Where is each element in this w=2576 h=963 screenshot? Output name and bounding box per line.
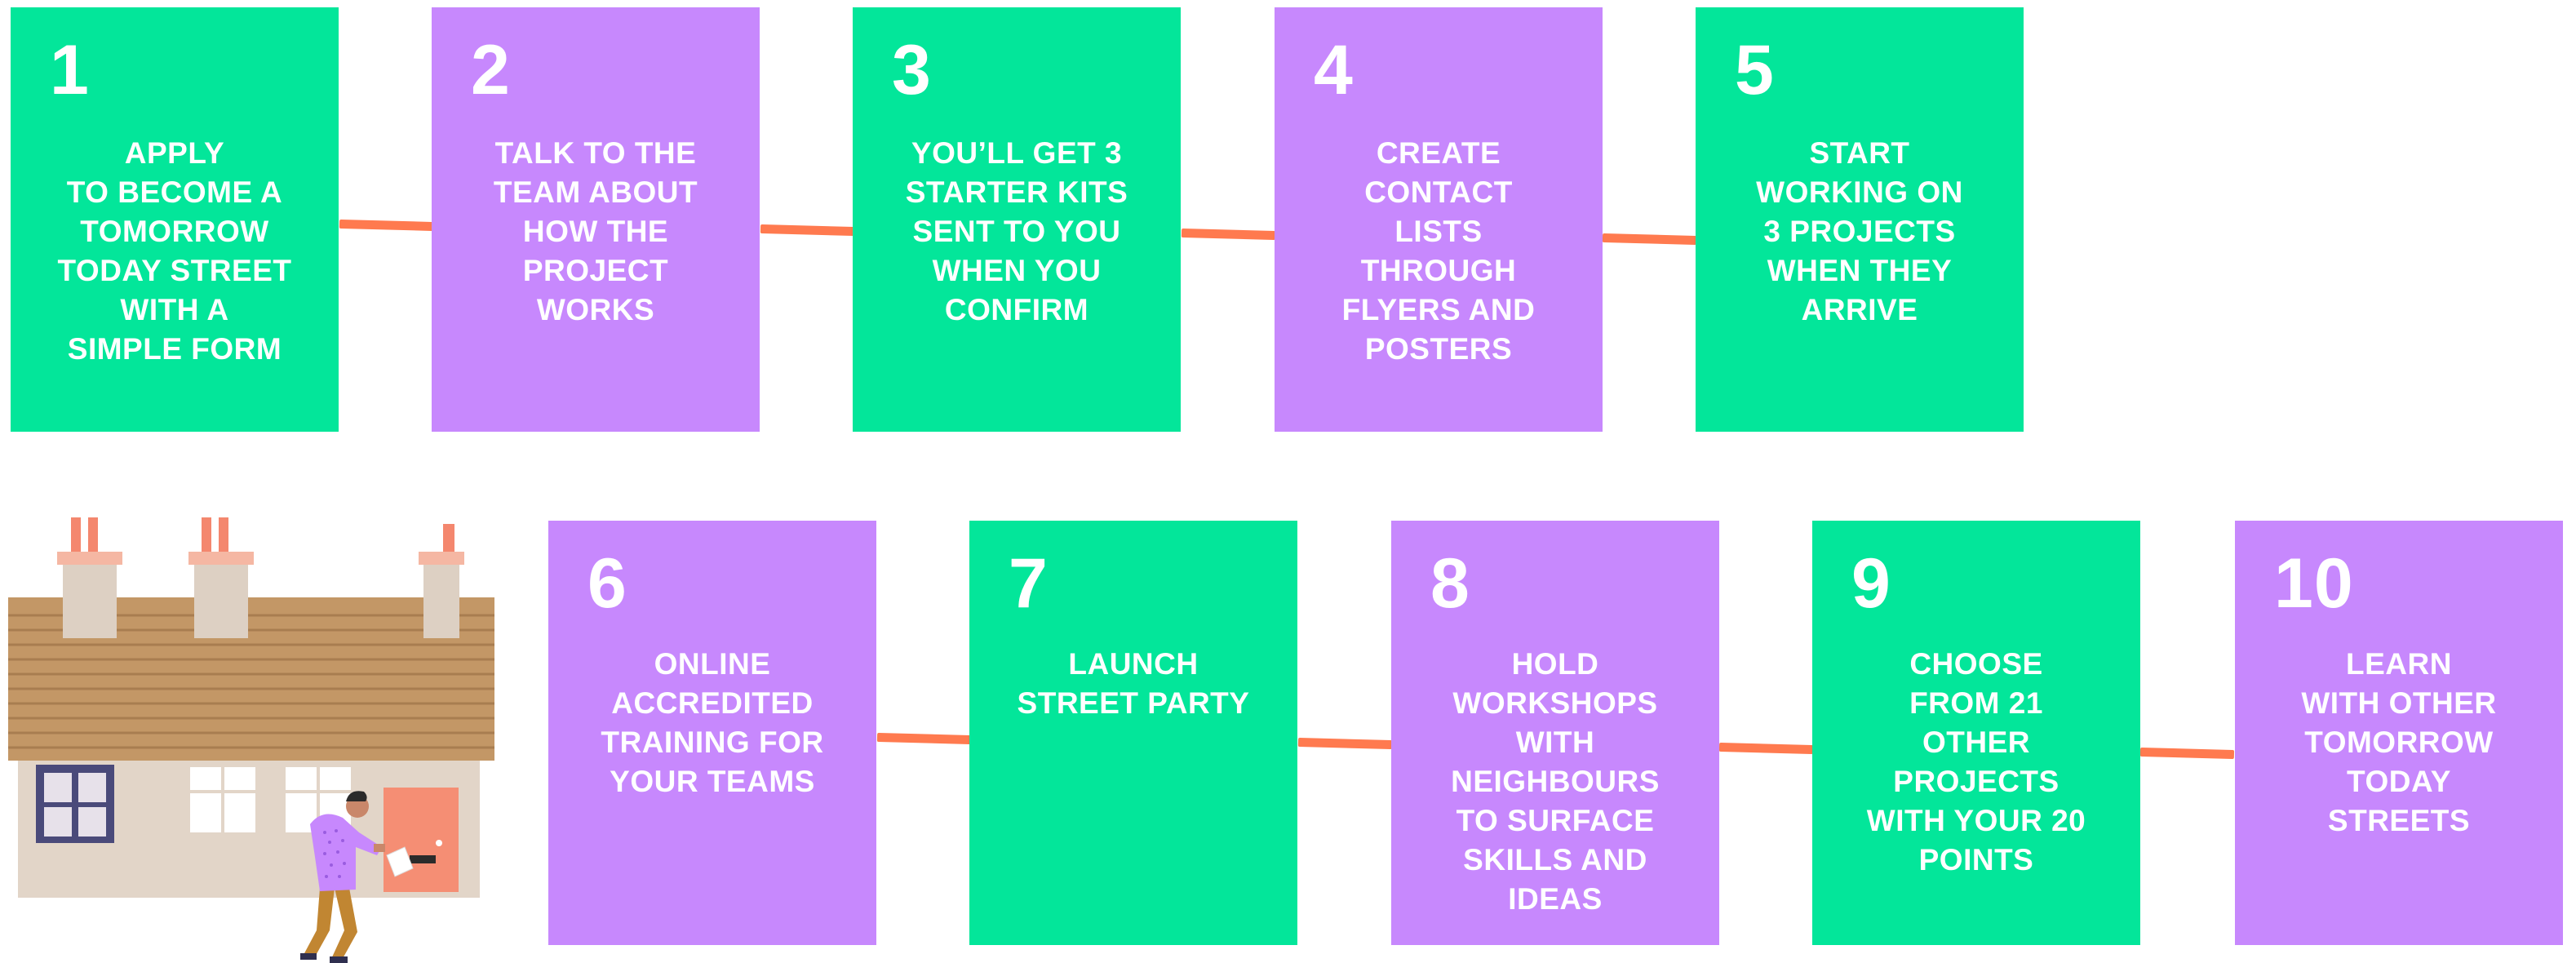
step-text: ONLINE ACCREDITED TRAINING FOR YOUR TEAM… [601, 647, 824, 798]
step-number: 4 [1314, 31, 1354, 109]
postman-figure [300, 791, 414, 963]
house-with-postman-illustration [8, 517, 494, 963]
step-number: 10 [2274, 544, 2354, 623]
step-card-9: 9 CHOOSE FROM 21 OTHER PROJECTS WITH YOU… [1812, 521, 2140, 945]
step-card-6: 6 ONLINE ACCREDITED TRAINING FOR YOUR TE… [548, 521, 876, 945]
connector-8-9 [1718, 743, 1814, 755]
step-card-2: 2 TALK TO THE TEAM ABOUT HOW THE PROJECT… [432, 7, 760, 432]
connector-4-5 [1602, 233, 1697, 246]
step-text: HOLD WORKSHOPS WITH NEIGHBOURS TO SURFAC… [1451, 647, 1660, 916]
step-text: START WORKING ON 3 PROJECTS WHEN THEY AR… [1756, 136, 1963, 326]
step-card-7: 7 LAUNCH STREET PARTY [969, 521, 1297, 945]
step-text: LAUNCH STREET PARTY [1017, 647, 1250, 720]
step-card-1: 1 APPLY TO BECOME A TOMORROW TODAY STREE… [11, 7, 339, 432]
step-text: TALK TO THE TEAM ABOUT HOW THE PROJECT W… [493, 136, 698, 326]
connector-2-3 [760, 224, 855, 237]
connector-6-7 [876, 733, 972, 745]
connector-9-10 [2139, 748, 2235, 760]
step-card-4: 4 CREATE CONTACT LISTS THROUGH FLYERS AN… [1275, 7, 1603, 432]
step-text: YOU’LL GET 3 STARTER KITS SENT TO YOU WH… [905, 136, 1128, 326]
step-text: CHOOSE FROM 21 OTHER PROJECTS WITH YOUR … [1866, 647, 2086, 876]
step-number: 8 [1430, 544, 1470, 623]
step-text: CREATE CONTACT LISTS THROUGH FLYERS AND … [1341, 136, 1536, 366]
step-number: 5 [1735, 31, 1775, 109]
step-number: 7 [1009, 544, 1049, 623]
step-text: APPLY TO BECOME A TOMORROW TODAY STREET … [57, 136, 292, 366]
step-card-3: 3 YOU’LL GET 3 STARTER KITS SENT TO YOU … [853, 7, 1181, 432]
step-card-5: 5 START WORKING ON 3 PROJECTS WHEN THEY … [1696, 7, 2024, 432]
step-card-8: 8 HOLD WORKSHOPS WITH NEIGHBOURS TO SURF… [1391, 521, 1719, 945]
step-number: 3 [892, 31, 932, 109]
connector-1-2 [339, 220, 434, 232]
step-number: 6 [587, 544, 627, 623]
connector-7-8 [1297, 738, 1393, 750]
step-text: LEARN WITH OTHER TOMORROW TODAY STREETS [2301, 647, 2497, 837]
step-number: 9 [1851, 544, 1891, 623]
step-number: 2 [471, 31, 511, 109]
step-card-10: 10 LEARN WITH OTHER TOMORROW TODAY STREE… [2235, 521, 2563, 945]
connector-3-4 [1181, 229, 1276, 241]
step-number: 1 [50, 31, 90, 109]
